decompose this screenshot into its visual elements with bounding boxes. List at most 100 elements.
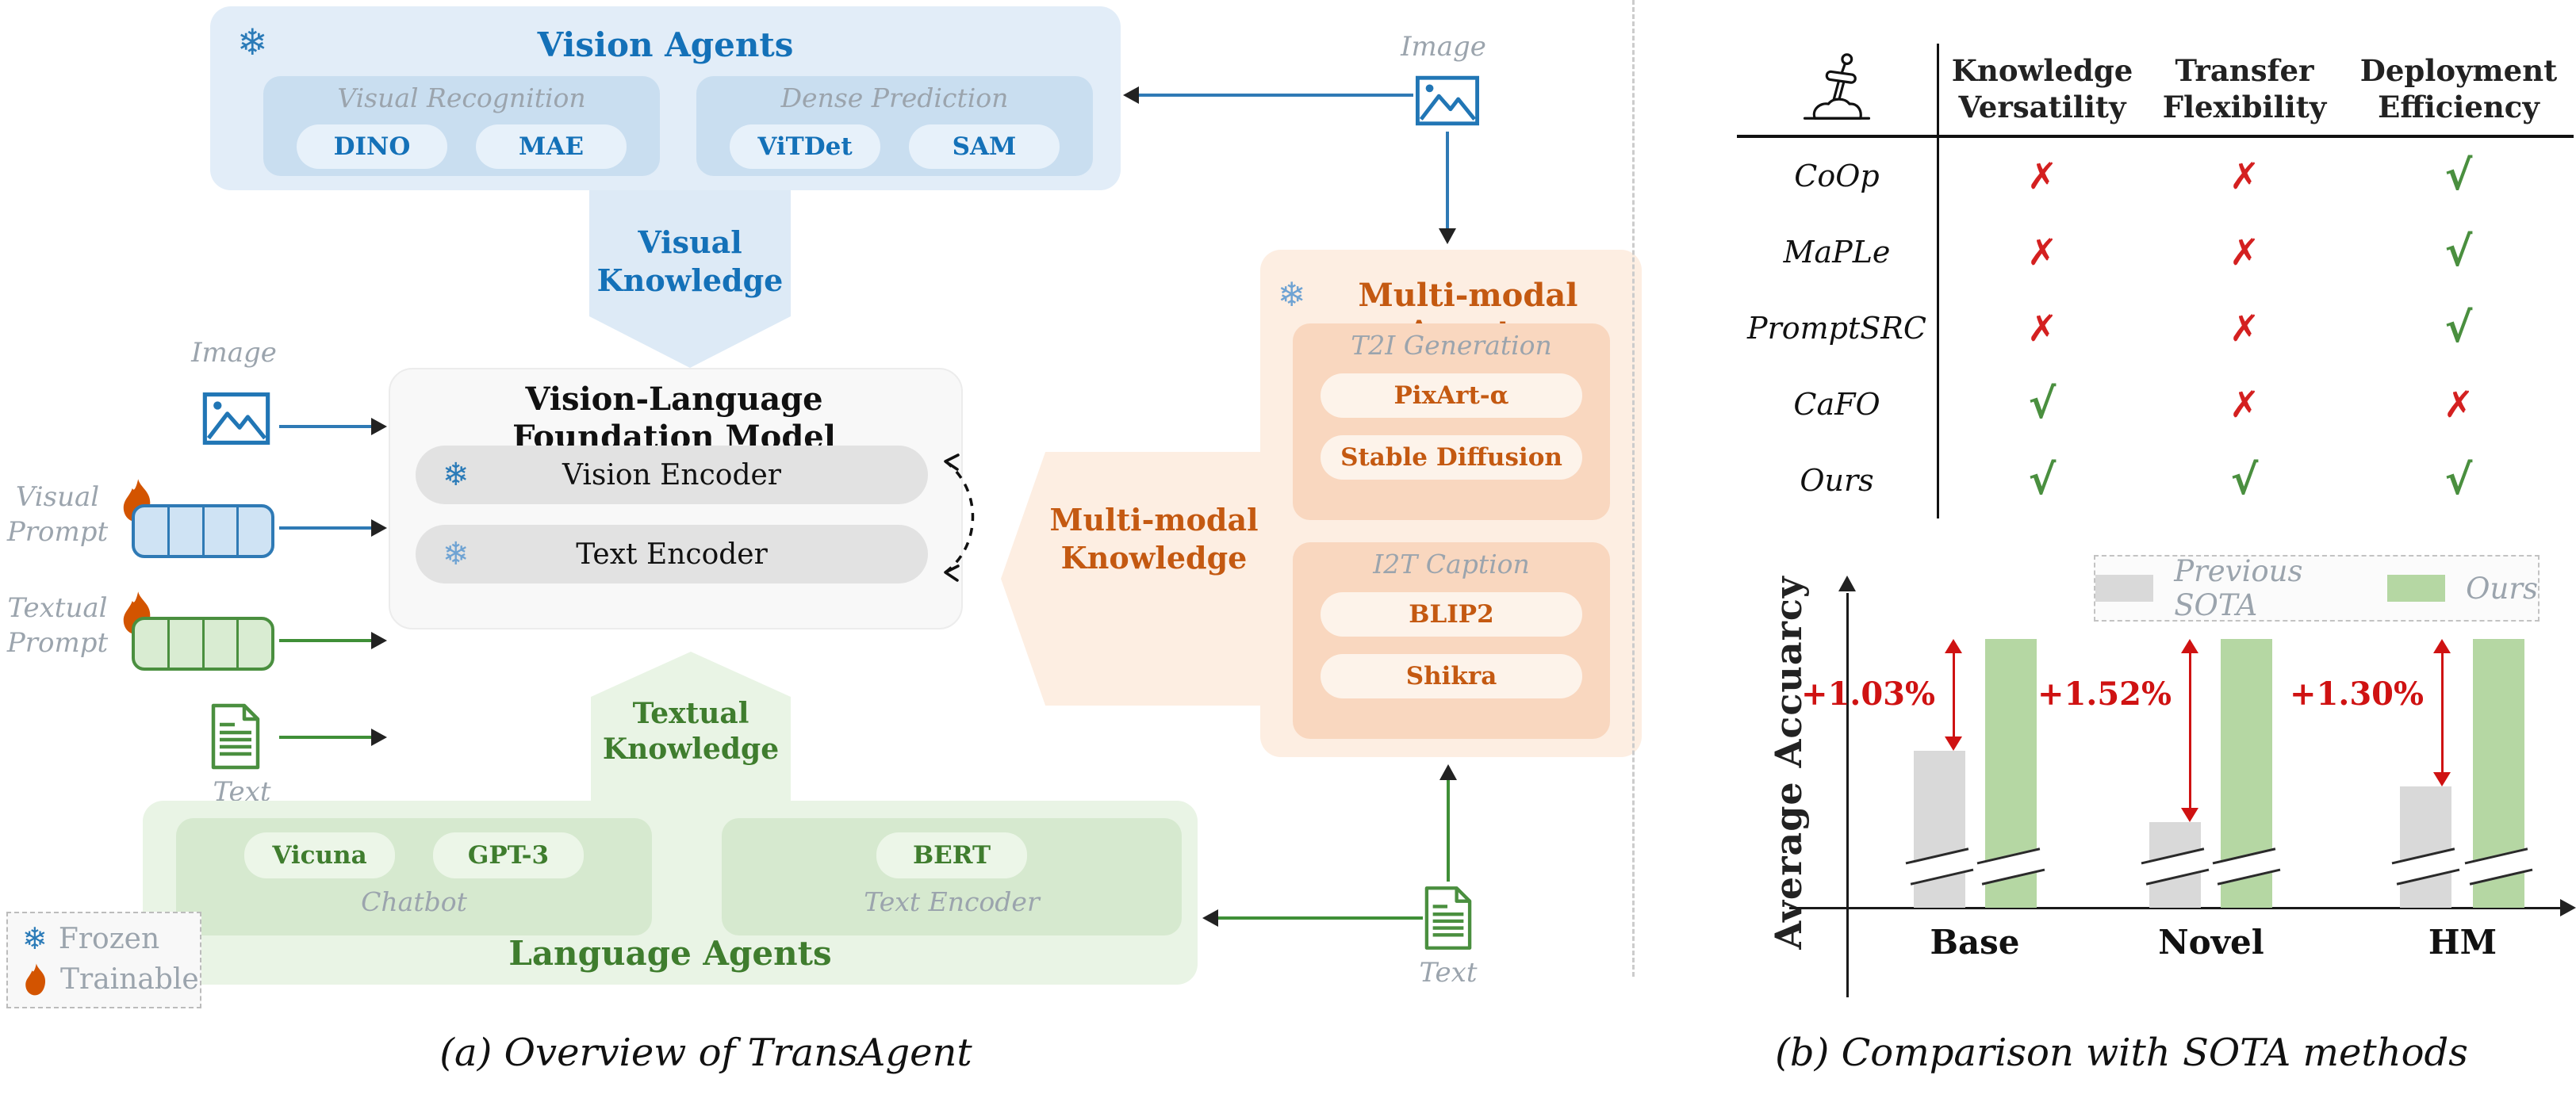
bar-prev-0 — [1914, 751, 1965, 908]
mark-cell: √ — [2444, 228, 2473, 276]
row-label-ours: Ours — [1737, 442, 1939, 518]
table-corner-cell — [1737, 44, 1939, 138]
y-axis-label: Average Accuarcy — [1767, 576, 1810, 950]
snowflake-icon: ❄ — [1278, 275, 1306, 314]
mark-cell: ✗ — [2026, 307, 2058, 350]
text-encoder-group: BERT Text Encoder — [722, 818, 1182, 935]
arrowhead — [1439, 228, 1456, 244]
group-label: Visual Recognition — [337, 82, 586, 113]
vision-agents-box: ❄ Vision Agents Visual Recognition DINO … — [210, 6, 1121, 190]
visual-knowledge-banner: Visual Knowledge — [589, 190, 791, 368]
model-pill-vitdet: ViTDet — [730, 124, 880, 169]
y-axis — [1846, 593, 1849, 997]
snowflake-icon: ❄ — [237, 21, 268, 63]
chatbot-group: Vicuna GPT-3 Chatbot — [176, 818, 652, 935]
prev-sota-swatch — [2095, 575, 2154, 602]
text-encoder-pill: ❄ Text Encoder — [416, 525, 928, 583]
arrowhead — [371, 632, 387, 649]
mark-cell: √ — [2444, 304, 2473, 352]
mark-cell: √ — [2230, 457, 2259, 504]
snowflake-icon: ❄ — [22, 921, 48, 956]
encoder-interaction-arrow — [944, 453, 975, 582]
multimodal-knowledge-banner: Multi-modal Knowledge — [1001, 452, 1263, 706]
model-pill-blip2: BLIP2 — [1321, 592, 1582, 637]
row-label-promptsrc: PromptSRC — [1737, 290, 1939, 366]
sword-in-stone-icon — [1803, 52, 1871, 120]
y-axis-arrowhead — [1838, 576, 1856, 591]
text-to-model-arrow — [279, 736, 374, 739]
improvement-arrow-novel — [2181, 639, 2198, 822]
image-source-label: Image — [1401, 31, 1486, 63]
image-to-vision-agents-arrow — [1139, 94, 1413, 97]
multimodal-agents-box: ❄ Multi-modal Agents T2I Generation PixA… — [1260, 250, 1642, 757]
mark-cell: ✗ — [2229, 155, 2260, 197]
col-header-deployment-efficiency: Deployment Efficiency — [2344, 44, 2574, 138]
model-pill-sam: SAM — [909, 124, 1060, 169]
x-axis — [1789, 907, 2565, 909]
mark-cell: √ — [2028, 381, 2057, 428]
bar-prev-2 — [2400, 786, 2451, 908]
mark-cell: √ — [2444, 457, 2473, 504]
x-tick-hm: HM — [2428, 923, 2497, 962]
t2i-generation-group: T2I Generation PixArt-α Stable Diffusion — [1293, 323, 1610, 520]
legend-frozen-row: ❄ Frozen — [22, 923, 200, 955]
textual-prompt-tokens — [132, 617, 274, 671]
visual-prompt-label: Visual Prompt — [6, 481, 109, 548]
row-label-coop: CoOp — [1737, 138, 1939, 214]
arrowhead — [1439, 764, 1457, 780]
text-to-multimodal-arrow — [1447, 780, 1450, 882]
mark-cell: √ — [2444, 152, 2473, 200]
frozen-label: Frozen — [58, 922, 160, 955]
model-pill-shikra: Shikra — [1321, 654, 1582, 698]
vision-encoder-pill: ❄ Vision Encoder — [416, 446, 928, 504]
snowflake-icon: ❄ — [443, 457, 470, 493]
vision-agents-title: Vision Agents — [537, 25, 794, 64]
comparison-table: Knowledge Versatility Transfer Flexibili… — [1737, 44, 2574, 518]
legend-trainable-row: Trainable — [22, 962, 200, 998]
image-to-multimodal-arrow — [1446, 132, 1449, 228]
arrowhead — [371, 418, 387, 435]
image-input-label: Image — [191, 337, 277, 369]
language-agents-title: Language Agents — [508, 934, 832, 973]
improvement-label-novel: +1.52% — [2037, 675, 2172, 713]
improvement-arrow-base — [1945, 639, 1962, 751]
prev-sota-label: Previous SOTA — [2174, 554, 2303, 622]
model-pill-bert: BERT — [876, 832, 1027, 878]
frozen-trainable-legend: ❄ Frozen Trainable — [6, 912, 201, 1008]
improvement-label-base: +1.03% — [1801, 675, 1935, 713]
group-label: Dense Prediction — [780, 82, 1009, 113]
improvement-arrow-hm — [2433, 639, 2451, 786]
document-icon — [211, 703, 260, 770]
x-tick-base: Base — [1930, 923, 2020, 962]
image-icon — [1415, 75, 1480, 126]
language-agents-box: Vicuna GPT-3 Chatbot BERT Text Encoder ❄… — [143, 801, 1198, 985]
model-pill-mae: MAE — [476, 124, 627, 169]
group-label: T2I Generation — [1351, 330, 1552, 361]
dense-prediction-group: Dense Prediction ViTDet SAM — [696, 76, 1093, 176]
foundation-title-line1: Vision-Language — [525, 381, 823, 418]
mark-cell: ✗ — [2026, 155, 2058, 197]
textual-prompt-arrow — [279, 639, 374, 642]
textual-prompt-label: Textual Prompt — [6, 592, 109, 659]
col-header-transfer-flexibility: Transfer Flexibility — [2145, 44, 2344, 138]
visual-prompt-arrow — [279, 526, 374, 530]
multimodal-knowledge-line1: Multi-modal — [1049, 502, 1259, 538]
model-pill-vicuna: Vicuna — [244, 832, 395, 878]
mark-cell: ✗ — [2443, 383, 2474, 426]
visual-knowledge-line2: Knowledge — [596, 262, 784, 298]
row-label-maple: MaPLe — [1737, 214, 1939, 290]
text-to-language-agents-arrow — [1218, 916, 1423, 920]
mark-cell: ✗ — [2229, 383, 2260, 426]
row-label-cafo: CaFO — [1737, 366, 1939, 442]
trainable-label: Trainable — [60, 963, 199, 996]
vision-encoder-label: Vision Encoder — [562, 458, 782, 492]
foundation-model-box: Vision-Language Foundation Model ❄ Visio… — [389, 368, 963, 629]
caption-b: (b) Comparison with SOTA methods — [1775, 1031, 2468, 1075]
model-pill-dino: DINO — [297, 124, 447, 169]
model-pill-pixart: PixArt-α — [1321, 373, 1582, 418]
snowflake-icon: ❄ — [443, 536, 470, 572]
mark-cell: ✗ — [2026, 231, 2058, 274]
image-to-model-arrow — [279, 425, 374, 428]
ours-swatch — [2386, 575, 2446, 602]
x-tick-novel: Novel — [2158, 923, 2264, 962]
